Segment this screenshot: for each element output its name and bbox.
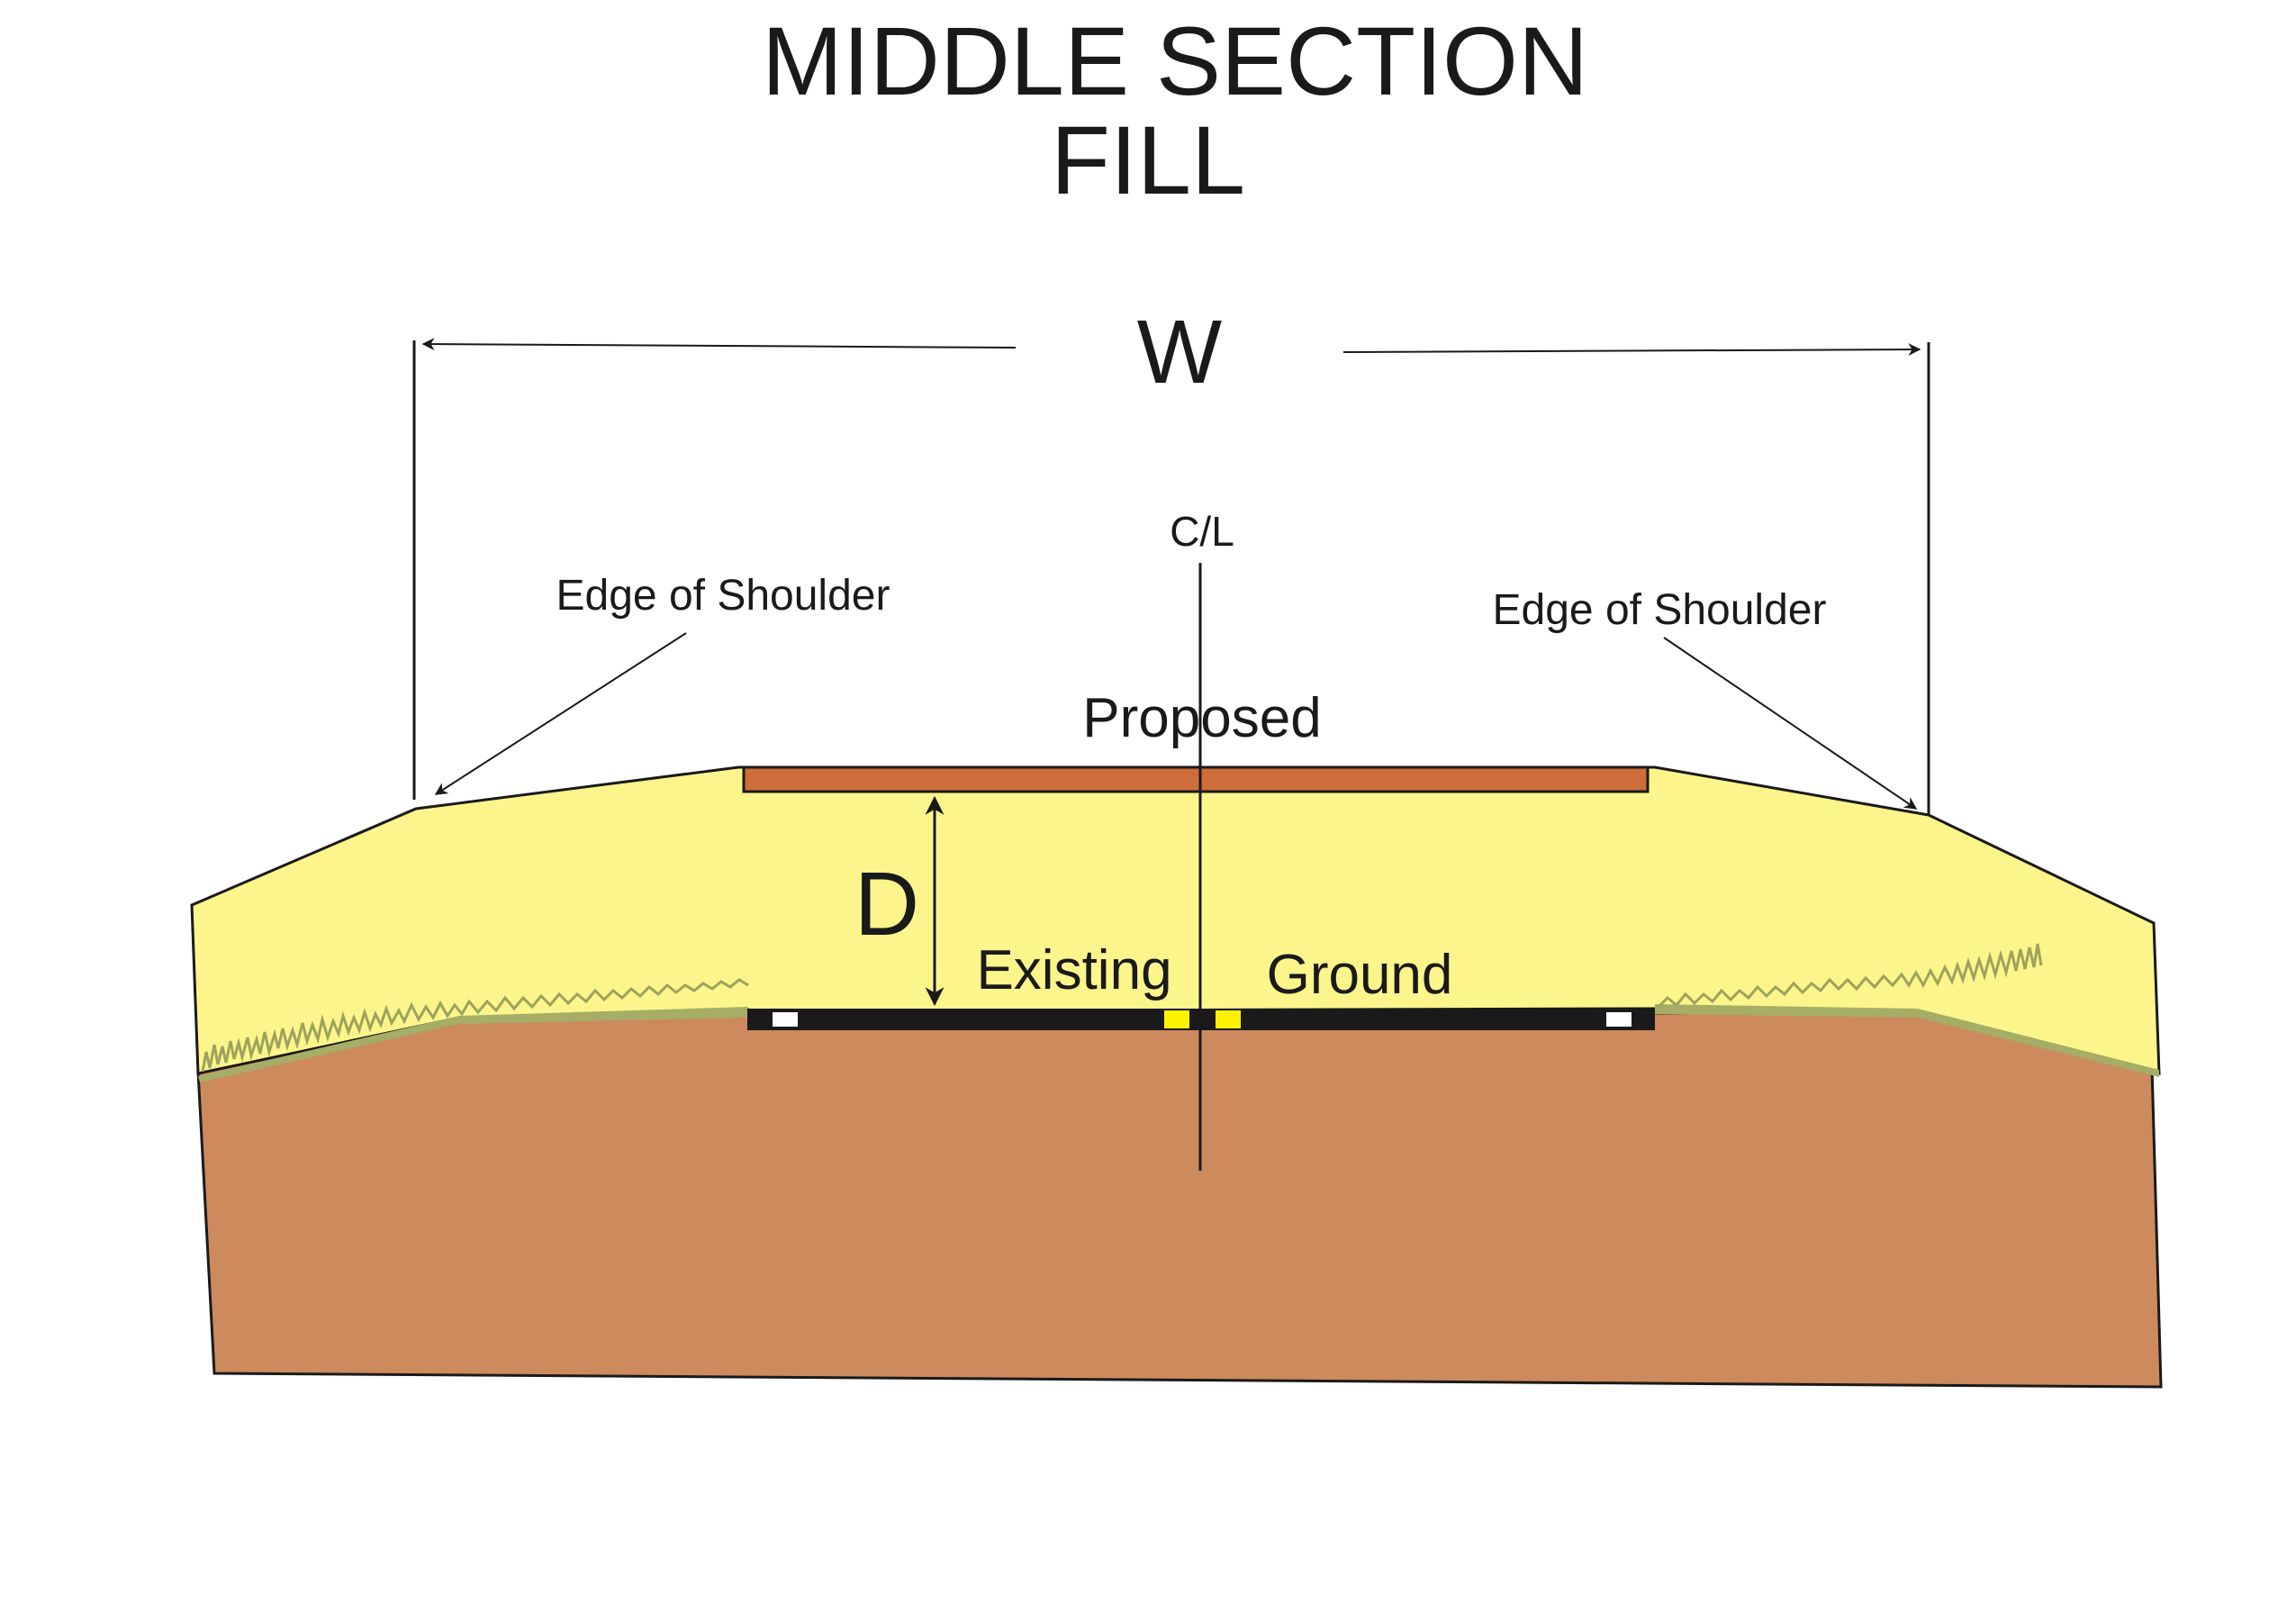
existing-centerline-marking-right [1216,1010,1241,1028]
proposed-pavement [742,765,1650,793]
edge-of-shoulder-left-callout: Edge of Shoulder [434,572,890,795]
edge-of-shoulder-right-label: Edge of Shoulder [1493,586,1827,634]
existing-edge-marking-left [773,1012,798,1027]
depth-dimension: D [854,795,945,1007]
title-line-2: FILL [1051,105,1245,214]
existing-label: Existing [976,939,1171,1001]
proposed-label: Proposed [1082,687,1321,749]
title-line-1: MIDDLE SECTION [762,6,1588,115]
grass-right [1655,943,2159,1077]
grass-left [198,978,755,1082]
depth-label: D [854,854,919,955]
width-arrow-left [421,338,1017,351]
existing-pavement [747,1009,1655,1030]
native-soil [196,1011,2163,1389]
centerline-label: C/L [1170,508,1234,555]
width-dimension: W [412,302,1930,815]
existing-edge-marking-right [1606,1012,1632,1027]
existing-centerline-marking-left [1164,1010,1189,1028]
width-arrow-right [1342,343,1921,357]
ground-label: Ground [1267,944,1453,1006]
edge-of-shoulder-left-label: Edge of Shoulder [556,572,890,620]
width-label: W [1137,302,1223,403]
edge-of-shoulder-right-callout: Edge of Shoulder [1493,586,1918,810]
